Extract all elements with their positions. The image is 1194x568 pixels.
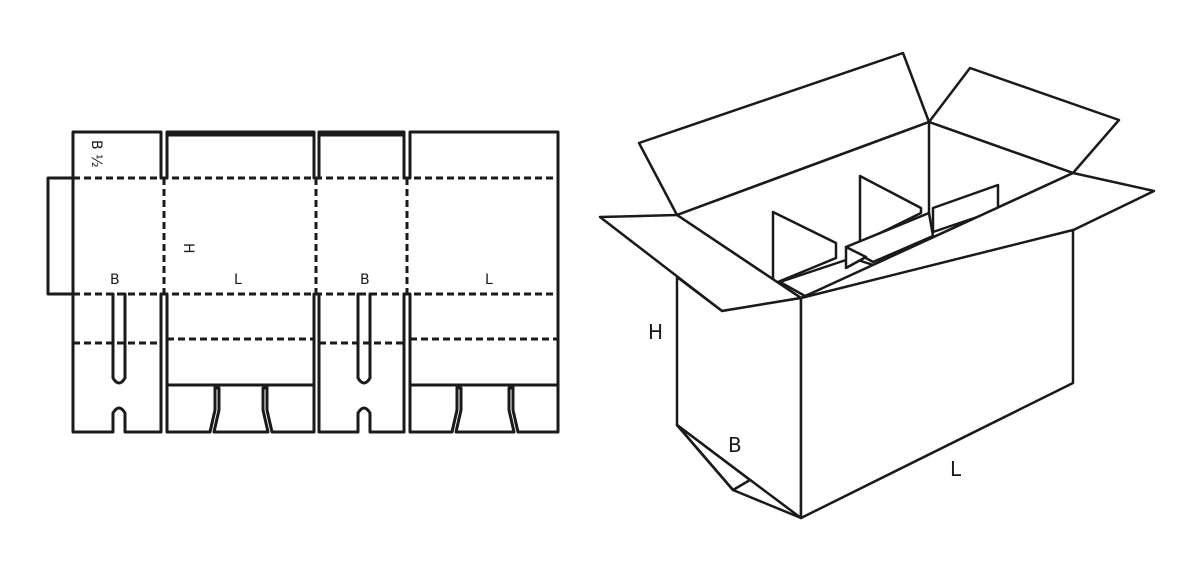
front-face <box>799 228 1075 520</box>
fold-lines <box>71 176 558 345</box>
label-half-width: B ½ <box>88 140 104 168</box>
label-length-2: L <box>485 272 493 288</box>
top-flap-b2 <box>317 130 406 180</box>
slot-b2 <box>356 292 372 385</box>
label-width-3d: B <box>728 433 742 457</box>
top-flap-l2 <box>408 130 560 180</box>
bottom-flaps <box>71 292 560 434</box>
box-3d: H B L <box>598 51 1156 520</box>
label-width-1: B <box>110 272 120 288</box>
label-length-3d: L <box>950 457 962 481</box>
label-height-3d: H <box>648 320 663 344</box>
top-flap-b1 <box>71 130 163 180</box>
label-length-1: L <box>234 272 242 288</box>
slot-b1 <box>111 292 127 385</box>
top-flap-l1 <box>165 130 316 180</box>
flat-box-layout: B ½ H B L B L <box>46 130 560 434</box>
label-width-2: B <box>360 272 370 288</box>
glue-flap <box>46 176 75 296</box>
label-height-flat: H <box>180 243 196 254</box>
